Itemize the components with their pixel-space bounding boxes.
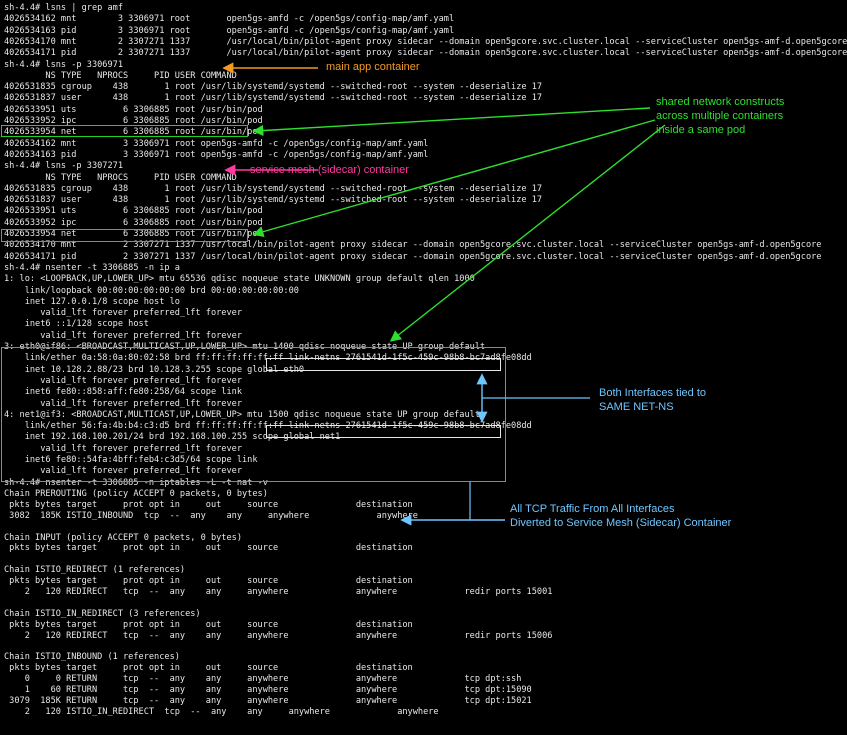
output-line: pkts bytes target prot opt in out source…	[4, 499, 413, 510]
shared-arrow-3	[389, 124, 666, 342]
output-line: 4026534162 mnt 3 3306971 root open5gs-am…	[4, 14, 455, 25]
output-line: pkts bytes target prot opt in out source…	[4, 619, 413, 630]
output-line: valid_lft forever preferred_lft forever	[4, 398, 242, 409]
output-line: pkts bytes target prot opt in out source…	[4, 576, 413, 587]
output-line: 2 120 REDIRECT tcp -- any any anywhere a…	[4, 630, 553, 641]
sidecar-annotation: service mesh (sidecar) container	[250, 164, 409, 176]
arrows-overlay	[222, 62, 666, 526]
output-line: valid_lft forever preferred_lft forever	[4, 330, 242, 341]
prompt-line: sh-4.4# lsns -p 3307271	[4, 161, 123, 172]
interfaces-highlight	[1, 347, 506, 482]
output-line: 4026533952 ipc 6 3306885 root /usr/bin/p…	[4, 116, 263, 126]
output-line: Chain ISTIO_INBOUND (1 references)	[4, 652, 180, 663]
output-line: 4026534163 pid 3 3306971 root open5gs-am…	[4, 25, 455, 36]
output-line: inet6 fe80::54fa:4bff:feb4:c3d5/64 scope…	[4, 455, 258, 465]
output-line: 4026531837 user 438 1 root /usr/lib/syst…	[4, 195, 543, 206]
prompt-line: sh-4.4# nsenter -t 3306885 -n ip a	[4, 262, 180, 273]
prompt-line: sh-4.4# lsns -p 3306971	[4, 59, 123, 70]
output-line: inet 10.128.2.88/23 brd 10.128.3.255 sco…	[4, 364, 305, 375]
output-line: NS TYPE NPROCS PID USER COMMAND	[4, 70, 237, 81]
output-line: NS TYPE NPROCS PID USER COMMAND	[4, 172, 237, 183]
output-line: Chain INPUT (policy ACCEPT 0 packets, 0 …	[4, 532, 242, 543]
output-line: valid_lft forever preferred_lft forever	[4, 443, 242, 454]
output-line: 1 60 RETURN tcp -- any any anywhere anyw…	[4, 685, 532, 696]
output-line: pkts bytes target prot opt in out source…	[4, 663, 413, 674]
output-line: valid_lft forever preferred_lft forever	[4, 308, 242, 319]
main-app-annotation: main app container	[326, 61, 420, 73]
output-line: 2 120 ISTIO_IN_REDIRECT tcp -- any any a…	[4, 706, 439, 717]
output-line: 4026534171 pid 2 3307271 1337 /usr/local…	[4, 251, 822, 262]
shared-arrow-2	[252, 119, 656, 238]
prompt-line: sh-4.4# nsenter -t 3306885 -n iptables -…	[4, 477, 268, 488]
output-line: 1: lo: <LOOPBACK,UP,LOWER_UP> mtu 65536 …	[4, 274, 475, 285]
output-line: 4026531837 user 438 1 root /usr/lib/syst…	[4, 93, 543, 104]
output-line: 4026531835 cgroup 438 1 root /usr/lib/sy…	[4, 82, 543, 93]
output-line: Chain PREROUTING (policy ACCEPT 0 packet…	[4, 488, 268, 499]
tcp-traffic-annotation: All TCP Traffic From All Interfaces Dive…	[510, 503, 732, 529]
link-netns-box-eth0	[266, 358, 501, 371]
output-line: inet6 ::1/128 scope host	[4, 319, 149, 330]
output-line: 0 0 RETURN tcp -- any any anywhere anywh…	[4, 674, 522, 685]
output-line: 4026534170 mnt 2 3307271 1337 /usr/local…	[4, 240, 822, 251]
output-line: inet6 fe80::858:aff:fe80:258/64 scope li…	[4, 387, 242, 398]
shared-arrow-1	[252, 107, 651, 137]
output-line: link/loopback 00:00:00:00:00:00 brd 00:0…	[4, 285, 299, 296]
output-line: Chain ISTIO_REDIRECT (1 references)	[4, 565, 186, 576]
output-line: 4026533951 uts 6 3306885 root /usr/bin/p…	[4, 206, 263, 217]
output-line: 2 120 REDIRECT tcp -- any any anywhere a…	[4, 587, 553, 597]
output-line: 4: net1@if3: <BROADCAST,MULTICAST,UP,LOW…	[4, 409, 480, 420]
output-line: 4026533954 net 6 3306885 root /usr/bin/p…	[4, 127, 263, 138]
output-line: 3079 185K RETURN tcp -- any any anywhere…	[4, 696, 532, 706]
output-line: inet 127.0.0.1/8 scope host lo	[4, 296, 180, 307]
output-line: link/ether 56:fa:4b:b4:c3:d5 brd ff:ff:f…	[4, 421, 532, 432]
output-line: 4026534163 pid 3 3306971 root open5gs-am…	[4, 149, 429, 160]
output-line: valid_lft forever preferred_lft forever	[4, 375, 242, 386]
output-line: pkts bytes target prot opt in out source…	[4, 543, 413, 554]
output-line: 4026531835 cgroup 438 1 root /usr/lib/sy…	[4, 183, 543, 194]
output-line: 4026534170 mnt 2 3307271 1337 /usr/local…	[4, 36, 847, 47]
same-netns-annotation: Both Interfaces tied to SAME NET-NS	[599, 387, 707, 413]
output-line: 4026533952 ipc 6 3306885 root /usr/bin/p…	[4, 217, 263, 228]
net-ns-highlight-1	[1, 125, 248, 137]
output-line: 4026534171 pid 2 3307271 1337 /usr/local…	[4, 48, 847, 59]
output-line: 4026534162 mnt 3 3306971 root open5gs-am…	[4, 138, 429, 149]
output-line: 4026533951 uts 6 3306885 root /usr/bin/p…	[4, 104, 263, 115]
prompt-line: sh-4.4# lsns | grep amf	[4, 3, 123, 13]
output-line: 4026533954 net 6 3306885 root /usr/bin/p…	[4, 229, 263, 239]
output-line: 3082 185K ISTIO_INBOUND tcp -- any any a…	[4, 510, 418, 521]
output-line: valid_lft forever preferred_lft forever	[4, 466, 242, 477]
link-netns-box-net1	[266, 425, 501, 438]
net-ns-highlight-2	[1, 229, 248, 242]
shared-network-annotation: shared network constructs across multipl…	[656, 96, 785, 136]
output-line: Chain ISTIO_IN_REDIRECT (3 references)	[4, 608, 201, 619]
